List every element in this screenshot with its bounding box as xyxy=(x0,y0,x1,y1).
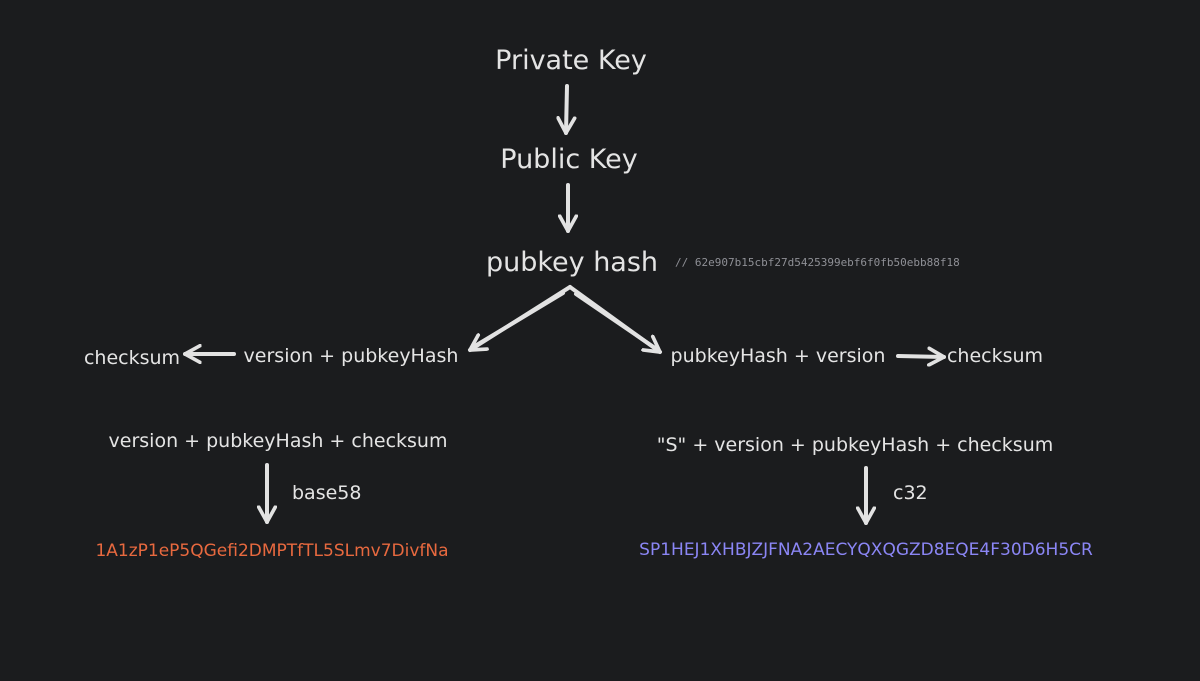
right-checksum-arrow xyxy=(896,356,946,357)
pubkey-hash-comment: // 62e907b15cbf27d5425399ebf6f0fb50ebb88… xyxy=(675,256,960,269)
left-checksum-label: checksum xyxy=(84,347,180,369)
c32-label: c32 xyxy=(893,482,928,504)
stacks-address: SP1HEJ1XHBJZJFNA2AECYQXQGZD8EQE4F30D6H5C… xyxy=(639,540,1093,560)
private-key-label: Private Key xyxy=(495,45,647,76)
private-to-public-arrow xyxy=(566,84,567,135)
left-combined-label: version + pubkeyHash + checksum xyxy=(109,430,448,452)
right-combined-label: "S" + version + pubkeyHash + checksum xyxy=(657,434,1054,456)
pubkey-hash-label: pubkey hash xyxy=(486,247,658,278)
right-checksum-label: checksum xyxy=(947,345,1043,367)
hash-to-right-arrow-stroke xyxy=(574,292,657,350)
right-pubkeyhash-version-label: pubkeyHash + version xyxy=(671,345,886,367)
left-version-pubkeyhash-label: version + pubkeyHash xyxy=(244,345,459,367)
base58-label: base58 xyxy=(292,482,361,504)
hash-to-left-arrow-stroke xyxy=(473,291,565,348)
public-key-label: Public Key xyxy=(500,144,637,175)
bitcoin-address: 1A1zP1eP5QGefi2DMPTfTL5SLmv7DivfNa xyxy=(95,541,448,561)
